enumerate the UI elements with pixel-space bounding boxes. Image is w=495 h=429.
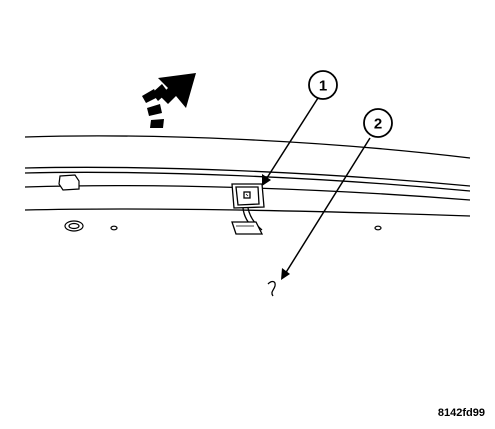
retainer-clip	[58, 174, 80, 191]
callout-2-label: 2	[374, 116, 382, 133]
fastener-holes	[64, 220, 382, 232]
leader-line-2	[281, 137, 371, 280]
wire-end	[267, 280, 276, 297]
figure-id: 8142fd99	[437, 407, 485, 419]
callout-1-label: 1	[319, 78, 327, 95]
callout-1: 1	[308, 70, 338, 100]
curved-arrow-icon	[142, 73, 196, 128]
electrical-connector	[231, 183, 265, 235]
callout-2: 2	[363, 108, 393, 138]
leader-line-1	[262, 97, 319, 186]
